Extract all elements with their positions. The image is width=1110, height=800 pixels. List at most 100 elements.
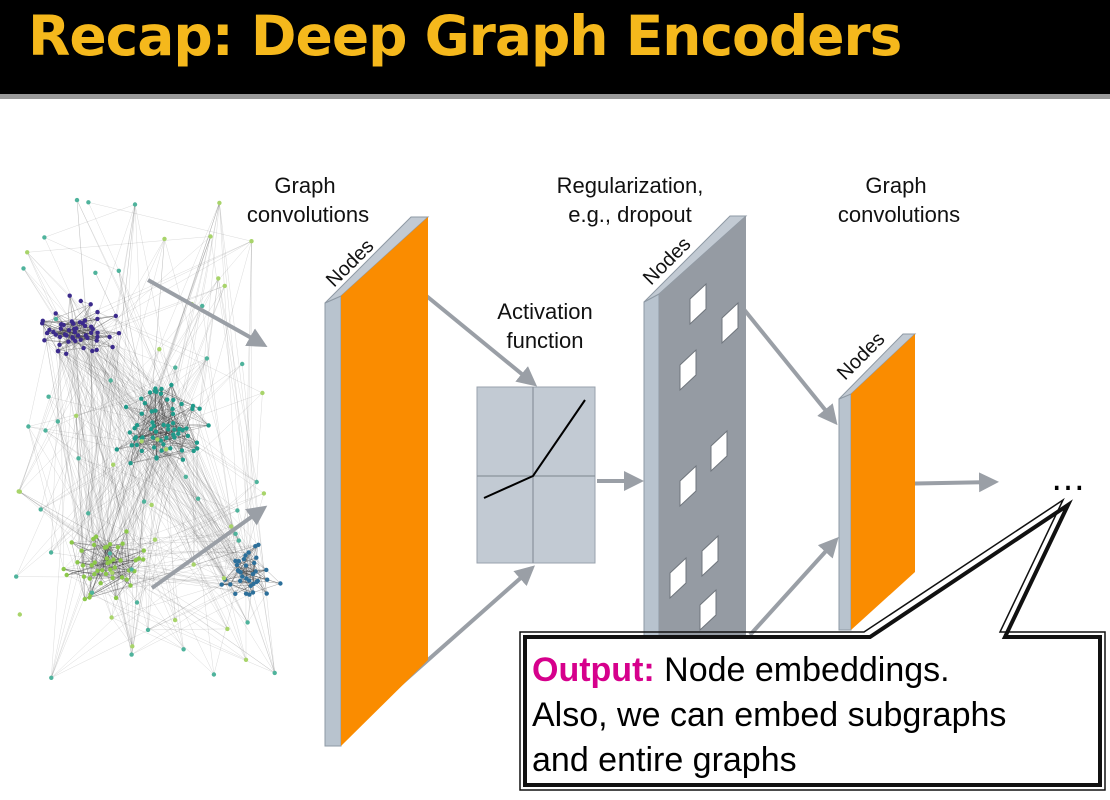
graph-edge — [105, 573, 254, 593]
graph-edge — [121, 577, 228, 630]
graph-edge — [44, 340, 158, 440]
graph-edge — [152, 367, 176, 423]
graph-edge — [155, 431, 239, 571]
graph-edge — [154, 391, 169, 430]
graph-edge — [68, 330, 149, 630]
graph-edge — [59, 344, 167, 450]
graph-edge — [81, 550, 91, 579]
graph-edge — [95, 536, 123, 578]
graph-edge — [230, 546, 256, 585]
graph-node — [249, 239, 254, 244]
graph-edge — [90, 326, 113, 573]
graph-edge — [80, 300, 179, 434]
graph-edge — [131, 422, 153, 446]
graph-edge — [223, 481, 257, 579]
graph-node — [42, 338, 47, 343]
graph-edge — [142, 431, 156, 438]
graph-edge — [94, 559, 136, 563]
graph-edge — [117, 546, 239, 572]
graph-edge — [82, 392, 263, 566]
graph-edge — [143, 501, 245, 560]
graph-node — [132, 202, 138, 207]
label-conv2-line2: convolutions — [838, 202, 960, 227]
graph-edge — [238, 570, 254, 593]
graph-edge — [75, 328, 86, 600]
graph-edge — [74, 328, 113, 348]
graph-edge — [45, 430, 248, 623]
graph-edge — [230, 584, 254, 593]
graph-edge — [48, 396, 183, 431]
graph-edge — [63, 324, 239, 541]
graph-edge — [131, 449, 167, 655]
graph-edge — [57, 350, 128, 580]
graph-node — [74, 197, 80, 203]
graph-node — [116, 331, 122, 336]
graph-edge — [19, 491, 114, 560]
graph-edge — [27, 236, 211, 253]
graph-edge — [219, 202, 238, 511]
graph-edge — [27, 252, 174, 401]
graph-edge — [152, 388, 162, 438]
graph-edge — [50, 403, 182, 553]
graph-edge — [88, 448, 198, 514]
graph-edge — [242, 562, 255, 577]
graph-edge — [44, 340, 113, 348]
graph-edge — [257, 580, 267, 594]
graph-edge — [51, 380, 111, 678]
graph-edge — [57, 351, 133, 647]
graph-edge — [134, 428, 157, 458]
graph-edge — [178, 429, 236, 534]
graph-node — [82, 323, 88, 329]
graph-edge — [170, 448, 247, 660]
graph-edge — [163, 408, 200, 426]
graph-node — [111, 557, 116, 562]
graph-node — [64, 572, 69, 578]
graph-edge — [111, 617, 133, 647]
graph-edge — [44, 335, 67, 341]
graph-edge — [96, 349, 194, 407]
graph-edge — [181, 403, 200, 409]
graph-edge — [75, 415, 95, 575]
graph-edge — [109, 544, 116, 568]
graph-node — [64, 333, 69, 338]
graph-edge — [93, 538, 135, 572]
graph-edge — [218, 278, 257, 483]
graph-edge — [117, 547, 128, 580]
graph-node — [58, 322, 64, 327]
graph-node — [180, 428, 185, 433]
graph-edge — [42, 323, 76, 342]
graph-node — [177, 427, 182, 432]
graph-node — [93, 270, 98, 275]
label-conv1-line1: Graph — [274, 173, 335, 198]
graph-edge — [267, 579, 281, 584]
graph-node — [245, 620, 250, 625]
graph-node — [79, 548, 84, 553]
graph-edge — [111, 617, 184, 650]
graph-edge — [97, 312, 142, 442]
graph-edge — [64, 334, 143, 438]
graph-edge — [106, 546, 130, 571]
graph-edge — [171, 384, 182, 405]
graph-node — [169, 382, 174, 388]
graph-edge — [160, 393, 164, 426]
graph-node — [243, 657, 249, 662]
graph-edge — [89, 570, 130, 579]
graph-edge — [87, 328, 94, 514]
graph-edge — [59, 323, 74, 338]
graph-edge — [40, 325, 86, 510]
graph-node — [89, 590, 95, 595]
graph-edge — [97, 318, 110, 338]
graph-edge — [65, 295, 70, 354]
graph-edge — [51, 552, 225, 579]
graph-edge — [121, 403, 146, 578]
graph-edge — [126, 406, 180, 430]
graph-edge — [51, 540, 239, 679]
graph-edge — [172, 413, 180, 429]
graph-node — [49, 675, 54, 680]
graph-edge — [156, 399, 168, 458]
graph-edge — [91, 536, 97, 566]
graph-edge — [71, 445, 133, 543]
graph-edge — [115, 481, 257, 599]
graph-node — [110, 570, 115, 575]
